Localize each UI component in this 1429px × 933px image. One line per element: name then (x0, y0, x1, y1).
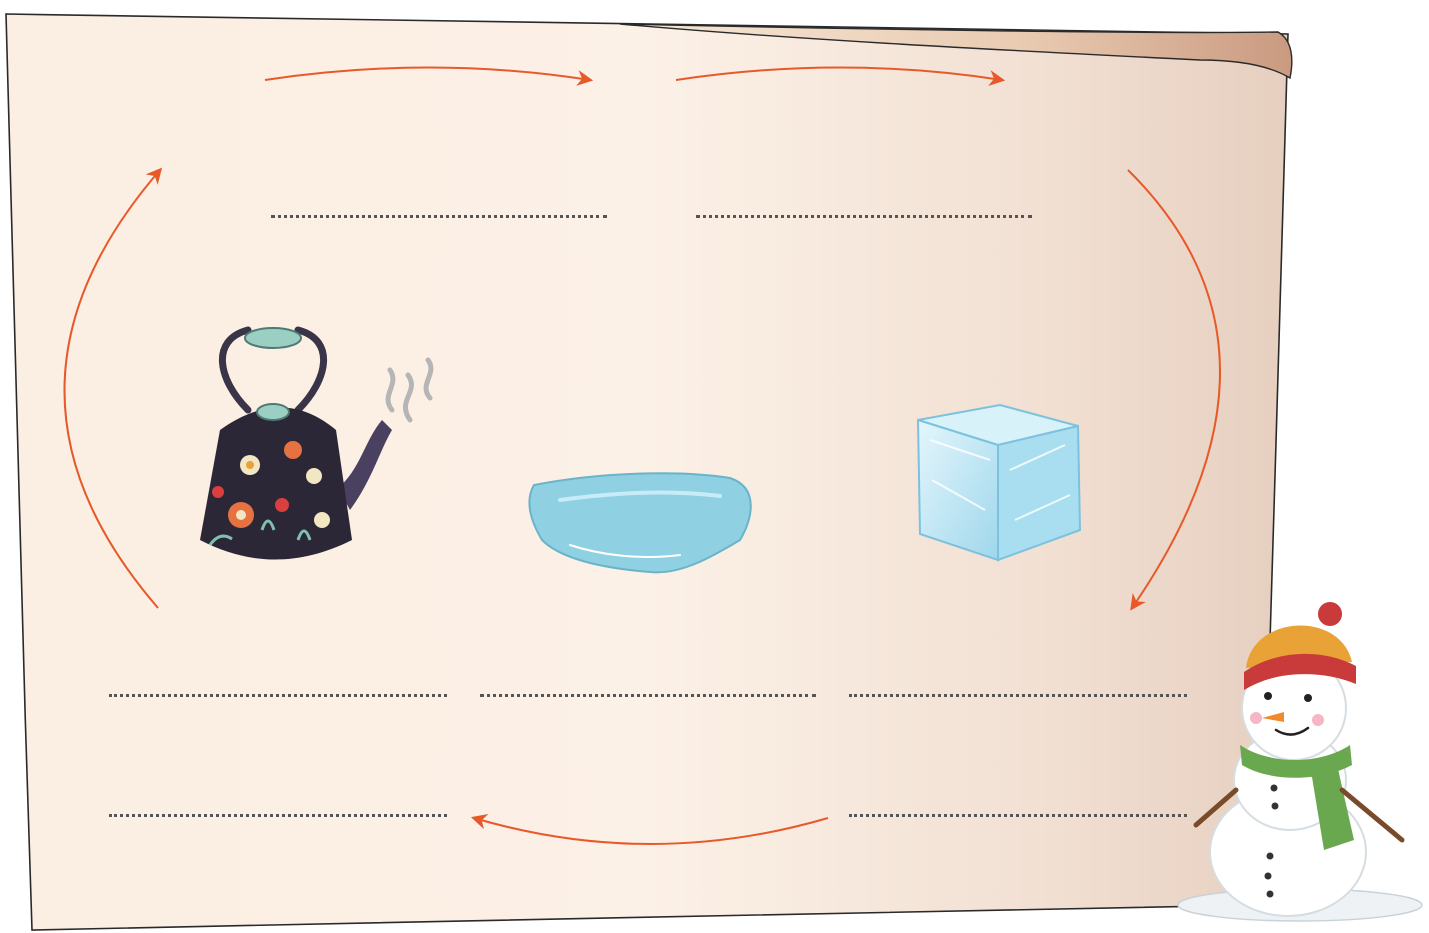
answer-blank-ice-cube[interactable] (849, 694, 1187, 697)
answer-blank-top-left[interactable] (271, 215, 607, 218)
answer-blank-bottom-left[interactable] (109, 814, 447, 817)
answer-blank-bottom-right[interactable] (849, 814, 1187, 817)
answer-blank-puddle[interactable] (480, 694, 816, 697)
paper-sheet (6, 14, 1292, 930)
answer-blank-top-right[interactable] (696, 215, 1032, 218)
answer-blank-kettle[interactable] (109, 694, 447, 697)
ice-cube-illustration (918, 405, 1080, 560)
